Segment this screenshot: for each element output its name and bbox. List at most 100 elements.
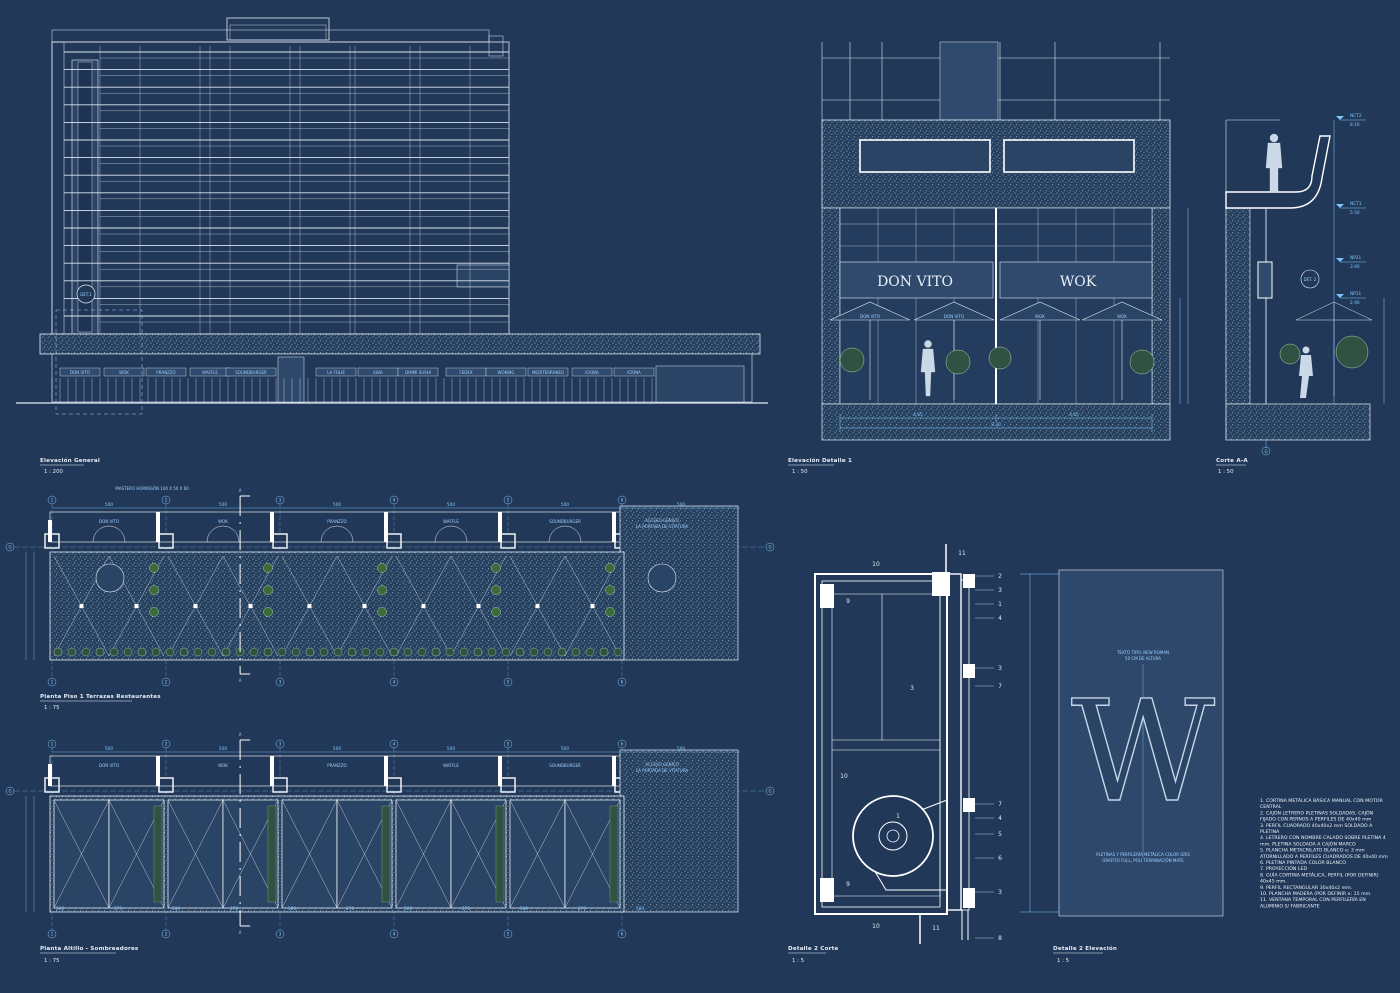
hedge-plant — [109, 647, 119, 657]
axis-bubble: 6 — [621, 498, 624, 503]
axis-g-bubble: G — [768, 789, 771, 794]
column — [500, 777, 516, 793]
hedge-plant — [151, 647, 161, 657]
hedge-plant — [571, 647, 581, 657]
hedge-plant — [207, 647, 217, 657]
umbrella-label: WOK — [1117, 314, 1127, 319]
section-mark: A — [239, 732, 242, 737]
plan-dim: 500 — [105, 502, 113, 508]
shop-sign-box — [397, 367, 439, 377]
letter-w: W — [1071, 671, 1215, 834]
umbrella-label: DON VITO — [944, 314, 964, 319]
access-label: ACCESO GENICO — [645, 762, 678, 767]
plan-bottom-dim: 500 — [636, 906, 644, 912]
shop-sign-label: ICKINA — [627, 370, 641, 375]
axis-bubble: 5 — [507, 498, 510, 503]
plan-bottom-dim: 270 — [114, 906, 122, 912]
column — [158, 533, 174, 549]
level-value: 3.90 — [1350, 264, 1360, 270]
axis-bubble: 1 — [51, 498, 54, 503]
shop-sign-box — [315, 367, 357, 377]
hedge-plant — [165, 647, 175, 657]
note-line: 6. PLETINA PINTADA COLOR BLANCO — [1260, 860, 1346, 866]
note-line: 7. PROYECCIÓN LED — [1260, 865, 1307, 872]
hedge-plant — [431, 647, 441, 657]
detail-callout: 10 — [872, 923, 880, 930]
shop-sign-label: IUBA — [373, 370, 383, 375]
axis-bubble: 1 — [51, 680, 54, 685]
planter — [377, 563, 387, 573]
note-line: mm. PLETINA SOLDADA A CAJÓN MARCO — [1260, 840, 1356, 847]
finish-note-1: PLETINAS Y PERFILERÍA METÁLICA COLOR GRI… — [1096, 852, 1190, 857]
axis-bubble: 2 — [165, 932, 168, 937]
shop-sign-box — [571, 367, 613, 377]
hedge-plant — [347, 647, 357, 657]
axis-bubble: 4 — [393, 742, 396, 747]
hedge-plant — [277, 647, 287, 657]
plan-dim: 500 — [677, 502, 685, 508]
shop-sign-box — [225, 367, 277, 377]
level-name: NP21 — [1350, 255, 1362, 261]
detail-2-elevation: TEXTO TIPO: NEW ROMAN 50 CM DE ALTURA W … — [1053, 569, 1224, 964]
plan-dim: 500 — [333, 502, 341, 508]
hedge-plant — [417, 647, 427, 657]
plan-shop-label: DON VITO — [99, 519, 119, 524]
plan-bottom-dim: 500 — [404, 906, 412, 912]
hedge-plant — [375, 647, 385, 657]
hedge-plant — [81, 647, 91, 657]
hedge-plant — [459, 647, 469, 657]
shop-sign-label: ICKINA — [585, 370, 599, 375]
plan-shop-label: PRANZZO — [327, 763, 346, 768]
detail-callout: 6 — [998, 855, 1002, 862]
hedge-plant — [95, 647, 105, 657]
shop-sign-box — [527, 367, 569, 377]
axis-bubble: 5 — [507, 932, 510, 937]
detail-callout: 4 — [998, 815, 1002, 822]
axis-bubble: 1 — [51, 742, 54, 747]
hedge-plant — [305, 647, 315, 657]
typeface-note-2: 50 CM DE ALTURA — [1125, 656, 1161, 661]
detail2-elevation-title: Detalle 2 Elevación — [1053, 945, 1117, 952]
detail-callout: 9 — [846, 598, 850, 605]
plan-shop-label: SOUNDBURGER — [549, 519, 581, 524]
planter — [377, 607, 387, 617]
shop-sign-box — [103, 367, 145, 377]
axis-bubble: 1 — [51, 932, 54, 937]
note-line: 40x45 mm. — [1260, 879, 1287, 885]
statue-circle — [647, 563, 677, 593]
umbrella-label: WOK — [1035, 314, 1045, 319]
note-line: PLETINA — [1260, 829, 1280, 835]
plan-bottom-dim: 500 — [520, 906, 528, 912]
axis-bubble: 5 — [507, 680, 510, 685]
detail-callout: 5 — [998, 831, 1002, 838]
level-value: 8.10 — [1350, 122, 1360, 128]
note-line: FIJADO CON PERNOS A PERFILES DE 40x40 mm — [1260, 817, 1372, 823]
shop-sign-label: DON VITO — [70, 370, 90, 375]
level-value: 2.90 — [1350, 300, 1360, 306]
specification-notes: 1. CORTINA METÁLICA BÁSICA MANUAL CON MO… — [1260, 797, 1388, 909]
axis-bubble: 4 — [393, 680, 396, 685]
note-line: 4. LETRERO CON NOMBRE CALADO SOBRE PLETI… — [1260, 835, 1386, 841]
axis-bubble: 2 — [165, 742, 168, 747]
det1-callout: DET.1 — [80, 292, 92, 297]
planter — [149, 563, 159, 573]
detail-callout: 1 — [998, 601, 1002, 608]
section-mark: A — [239, 930, 242, 935]
plan-terraces-scale: 1 : 75 — [44, 705, 60, 711]
axis-g-bubble: G — [8, 545, 11, 550]
finish-note-2: GRAFITO FULL, POLI TERMINACIÓN MATE — [1102, 858, 1184, 863]
plan-shop-label: WAFFLE — [443, 763, 459, 768]
umbrella-label: DON VITO — [860, 314, 880, 319]
axis-g: G — [1264, 449, 1267, 454]
axis-bubble: 3 — [279, 932, 282, 937]
detail-callout: 10 — [840, 773, 848, 780]
detail-callout: 3 — [998, 665, 1002, 672]
shop-sign-label: PRANZZO — [156, 370, 175, 375]
plan-bottom-dim: 500 — [172, 906, 180, 912]
plan-dim: 500 — [561, 502, 569, 508]
level-name: NP11 — [1350, 291, 1362, 297]
sign-wok: WOK — [1060, 274, 1097, 290]
